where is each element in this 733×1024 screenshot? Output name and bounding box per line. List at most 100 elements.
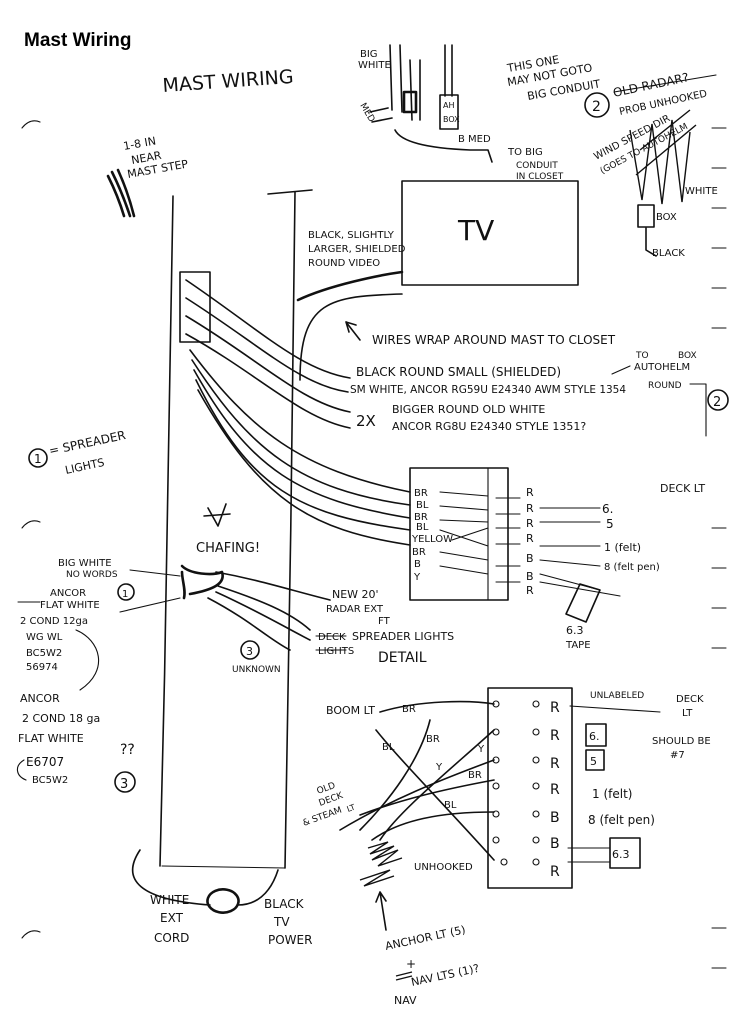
svg-text:6.: 6. bbox=[602, 502, 613, 516]
svg-text:5: 5 bbox=[606, 517, 614, 531]
svg-text:ANCOR: ANCOR bbox=[50, 588, 86, 599]
svg-text:B: B bbox=[550, 836, 560, 852]
svg-text:NEW 20': NEW 20' bbox=[332, 588, 379, 601]
detail-block-2: BOOM LT BR BL BR Y Y BR BL R R R R B B R… bbox=[326, 687, 711, 889]
svg-text:ANCOR RG8U E24340 STYLE 1351?: ANCOR RG8U E24340 STYLE 1351? bbox=[392, 420, 586, 433]
tv-label: TV bbox=[457, 214, 494, 247]
svg-text:FT: FT bbox=[378, 616, 391, 627]
svg-text:BL: BL bbox=[444, 800, 457, 811]
svg-text:SPREADER LIGHTS: SPREADER LIGHTS bbox=[352, 630, 454, 643]
svg-text:BC5W2: BC5W2 bbox=[26, 648, 62, 659]
detail-block-1: BR BL BR BL YELLOW BR B Y R R R R B B R … bbox=[409, 467, 705, 651]
svg-text:WG WL: WG WL bbox=[26, 632, 63, 643]
svg-text:E6707: E6707 bbox=[26, 755, 64, 769]
svg-text:BLACK, SLIGHTLY: BLACK, SLIGHTLY bbox=[308, 230, 395, 241]
svg-text:R: R bbox=[526, 532, 534, 545]
svg-text:8 (felt pen): 8 (felt pen) bbox=[604, 562, 660, 573]
svg-text:BR: BR bbox=[414, 512, 428, 523]
svg-text:2 COND 18 ga: 2 COND 18 ga bbox=[22, 712, 100, 725]
svg-text:Y: Y bbox=[413, 572, 421, 583]
svg-text:LT: LT bbox=[346, 803, 357, 814]
svg-text:B MED: B MED bbox=[458, 134, 491, 145]
svg-text:TO BIG: TO BIG bbox=[507, 147, 543, 158]
svg-text:1: 1 bbox=[122, 589, 128, 600]
svg-text:5: 5 bbox=[590, 755, 597, 768]
handwritten-title: MAST WIRING bbox=[162, 66, 294, 97]
svg-text:6.3: 6.3 bbox=[566, 624, 584, 637]
mast-connector bbox=[179, 271, 411, 546]
svg-text:SHOULD BE: SHOULD BE bbox=[652, 736, 711, 747]
mast-step-note: 1-8 IN NEAR MAST STEP bbox=[106, 134, 189, 218]
svg-text:& STEAM: & STEAM bbox=[302, 806, 344, 829]
svg-text:YELLOW: YELLOW bbox=[411, 534, 453, 545]
svg-text:BR: BR bbox=[402, 704, 416, 715]
svg-text:R: R bbox=[550, 864, 560, 880]
svg-text:1: 1 bbox=[34, 452, 42, 466]
svg-text:+: + bbox=[406, 957, 416, 971]
svg-text:6.3: 6.3 bbox=[612, 848, 630, 861]
svg-text:UNHOOKED: UNHOOKED bbox=[414, 862, 473, 873]
svg-text:B: B bbox=[526, 552, 534, 565]
svg-text:BOX: BOX bbox=[678, 351, 697, 361]
svg-text:BR: BR bbox=[414, 488, 428, 499]
svg-text:WHITE: WHITE bbox=[358, 60, 391, 71]
svg-text:BR: BR bbox=[412, 547, 426, 558]
svg-text:BC5W2: BC5W2 bbox=[32, 775, 68, 786]
svg-text:NO WORDS: NO WORDS bbox=[66, 570, 118, 580]
svg-text:POWER: POWER bbox=[268, 933, 312, 947]
svg-text:R: R bbox=[526, 486, 534, 499]
svg-text:AH: AH bbox=[443, 101, 455, 110]
svg-text:CONDUIT: CONDUIT bbox=[516, 161, 558, 171]
spreader-note: 1 = SPREADER LIGHTS bbox=[28, 428, 127, 477]
page-title: Mast Wiring bbox=[24, 30, 132, 51]
svg-text:BL: BL bbox=[416, 500, 429, 511]
svg-text:= SPREADER: = SPREADER bbox=[48, 428, 127, 458]
svg-text:LT: LT bbox=[682, 708, 693, 719]
svg-text:UNKNOWN: UNKNOWN bbox=[232, 665, 281, 675]
svg-text:ANCHOR LT (5): ANCHOR LT (5) bbox=[384, 923, 467, 953]
svg-text:WHITE: WHITE bbox=[685, 186, 718, 197]
svg-text:6.: 6. bbox=[589, 730, 600, 743]
svg-text:1 (felt): 1 (felt) bbox=[592, 787, 632, 801]
svg-text:TO: TO bbox=[635, 351, 649, 361]
svg-text:UNLABELED: UNLABELED bbox=[590, 691, 644, 701]
svg-text:B: B bbox=[414, 559, 421, 570]
svg-text:B: B bbox=[526, 570, 534, 583]
svg-text:CHAFING!: CHAFING! bbox=[196, 541, 260, 556]
svg-text:R: R bbox=[550, 728, 560, 744]
svg-text:IN CLOSET: IN CLOSET bbox=[516, 172, 564, 182]
svg-text:R: R bbox=[526, 502, 534, 515]
svg-text:56974: 56974 bbox=[26, 662, 58, 673]
mast bbox=[131, 189, 313, 914]
bottom-labels: WHITE EXT CORD BLACK TV POWER ANCHOR LT … bbox=[150, 891, 481, 1007]
svg-text:TV: TV bbox=[273, 915, 290, 929]
svg-text:BLACK: BLACK bbox=[652, 248, 685, 259]
svg-text:2X: 2X bbox=[356, 412, 376, 430]
svg-text:RADAR EXT: RADAR EXT bbox=[326, 604, 384, 615]
svg-text:BOOM LT: BOOM LT bbox=[326, 704, 375, 717]
svg-text:FLAT WHITE: FLAT WHITE bbox=[40, 600, 100, 611]
svg-text:BIG: BIG bbox=[360, 49, 378, 60]
old-deck-note: OLD DECK & STEAM LT UNHOOKED bbox=[302, 781, 473, 887]
svg-text:Y: Y bbox=[435, 762, 443, 773]
svg-text:NEAR: NEAR bbox=[130, 149, 162, 167]
lower-cables: 3 UNKNOWN NEW 20' RADAR EXT FT DECK SPRE… bbox=[180, 564, 454, 675]
svg-text:CORD: CORD bbox=[154, 931, 189, 945]
svg-text:2 COND 12ga: 2 COND 12ga bbox=[20, 616, 88, 627]
svg-text:??: ?? bbox=[120, 742, 135, 758]
terminal-screws bbox=[492, 700, 540, 866]
svg-text:DECK LT: DECK LT bbox=[660, 482, 705, 495]
svg-text:BR: BR bbox=[426, 734, 440, 745]
svg-text:BLACK ROUND SMALL (SHIELDED): BLACK ROUND SMALL (SHIELDED) bbox=[356, 365, 561, 379]
svg-text:NAV: NAV bbox=[394, 994, 417, 1007]
top-cables: BIG WHITE MED AH BOX B MED THIS ONE MAY … bbox=[357, 44, 602, 182]
svg-text:ROUND: ROUND bbox=[648, 381, 682, 391]
svg-text:BIGGER ROUND OLD WHITE: BIGGER ROUND OLD WHITE bbox=[392, 403, 545, 416]
svg-text:MED: MED bbox=[357, 102, 376, 125]
svg-text:ANCOR: ANCOR bbox=[20, 692, 60, 705]
svg-text:BLACK: BLACK bbox=[264, 897, 305, 911]
svg-text:3: 3 bbox=[120, 777, 128, 792]
svg-text:2: 2 bbox=[592, 99, 601, 115]
svg-text:Y: Y bbox=[477, 744, 485, 755]
